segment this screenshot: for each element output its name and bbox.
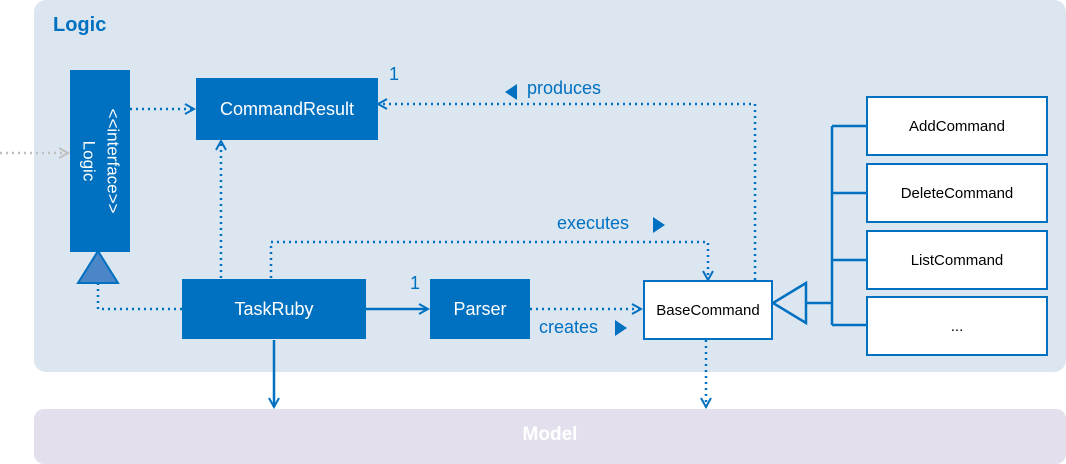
realization-line bbox=[96, 284, 182, 311]
produces-direction-icon bbox=[505, 84, 517, 100]
produces-arrow bbox=[378, 104, 757, 280]
executes-arrow bbox=[269, 240, 708, 280]
creates-label: creates bbox=[539, 317, 599, 337]
add-command-box: AddCommand bbox=[866, 96, 1048, 156]
interface-stereotype: <<interface>> bbox=[103, 108, 123, 214]
base-command-box: BaseCommand bbox=[643, 280, 773, 340]
model-package bbox=[34, 409, 1066, 464]
logic-interface-label: <<interface>> Logic bbox=[76, 109, 124, 214]
inheritance-triangle bbox=[770, 280, 808, 326]
interface-name: Logic bbox=[79, 140, 99, 182]
command-result-box: CommandResult bbox=[196, 78, 378, 140]
produces-label: produces bbox=[527, 78, 602, 98]
executes-label: executes bbox=[557, 213, 630, 233]
executes-direction-icon bbox=[653, 217, 665, 233]
logic-package-title: Logic bbox=[53, 14, 107, 36]
realization-triangle bbox=[76, 249, 120, 284]
delete-command-box: DeleteCommand bbox=[866, 163, 1048, 223]
command-result-multiplicity: 1 bbox=[389, 64, 400, 84]
parser-multiplicity: 1 bbox=[410, 273, 421, 293]
logic-interface-box: <<interface>> Logic bbox=[70, 70, 130, 252]
task-ruby-box: TaskRuby bbox=[182, 279, 366, 339]
parser-box: Parser bbox=[430, 279, 530, 339]
more-commands-box: ... bbox=[866, 296, 1048, 356]
model-package-title: Model bbox=[522, 424, 578, 445]
inheritance-tree bbox=[806, 124, 866, 327]
creates-direction-icon bbox=[615, 320, 627, 336]
list-command-box: ListCommand bbox=[866, 230, 1048, 290]
